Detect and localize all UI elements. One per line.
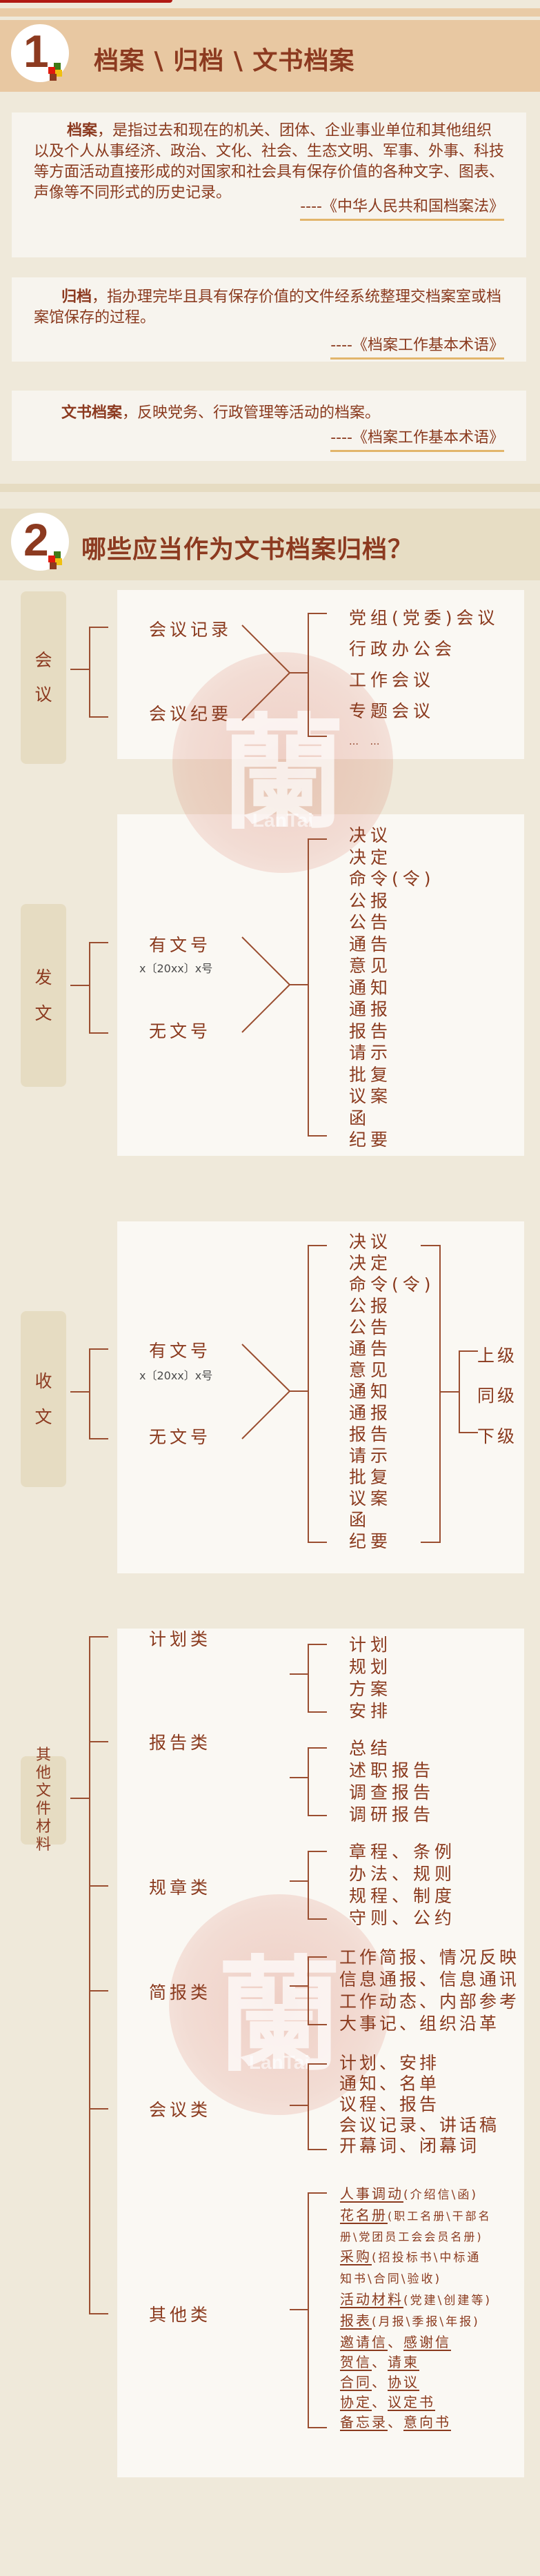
category-outgoing: 发 文 (21, 904, 66, 1087)
yellow-square-icon (55, 70, 62, 77)
bracket (308, 1747, 309, 1816)
group-items: 工作简报、情况反映 信息通报、信息通讯 工作动态、内部参考 大事记、组织沿革 (339, 1947, 520, 2034)
outgoing-doc-types: 决议 决定 命令(令) 公报 公告 通告 意见 通知 通报 报告 请示 批复 议… (349, 825, 435, 1150)
section-1-header: 1 档案 \ 归档 \ 文书档案 (0, 20, 540, 92)
top-red-bar (0, 0, 172, 3)
definition-term: 归档 (61, 288, 92, 306)
branch-label: 会议纪要 (149, 704, 232, 724)
section-number: 2 (23, 514, 49, 565)
bracket (308, 2192, 309, 2428)
category-incoming: 收 文 (21, 1311, 66, 1487)
bracket (308, 613, 309, 737)
branch-label: 有文号 (149, 935, 212, 955)
brown-square-icon (50, 74, 57, 81)
definition-text: 归档，指办理完毕且具有保存价值的文件经系统整理交档案室或档案馆保存的过程。 (34, 288, 502, 326)
category-meeting: 会 议 (21, 591, 66, 764)
level-label: 同级 (477, 1386, 518, 1406)
brown-square-icon (50, 562, 57, 569)
yellow-square-icon (55, 558, 62, 565)
branch-label: 会议记录 (149, 620, 232, 640)
meeting-items: 党组(党委)会议 行政办公会 工作会议 专题会议 … … (349, 608, 499, 747)
connector (70, 1391, 90, 1393)
converge-lines (241, 936, 308, 1033)
group-items: 章程、条例 办法、规则 规程、制度 守则、公约 (349, 1842, 457, 1928)
green-square-icon (54, 63, 61, 70)
group-label: 简报类 (149, 1983, 212, 2003)
header-strip (0, 8, 540, 17)
bracket (308, 1851, 309, 1920)
group-label: 其他类 (149, 2305, 212, 2325)
other-panel (117, 1629, 524, 2477)
category-other: 其 他 文 件 材 料 (21, 1747, 66, 1854)
group-label: 报告类 (149, 1733, 212, 1753)
group-items: 人事调动(介绍信\函) 花名册(职工名册\干部名 册\党团员工会会员名册) 采购… (340, 2185, 492, 2430)
outgoing-panel (117, 814, 524, 1156)
level-label: 上级 (477, 1346, 518, 1366)
group-items: 计划 规划 方案 安排 (349, 1635, 392, 1721)
bracket (308, 2063, 309, 2150)
definition-text: 文书档案，反映党务、行政管理等活动的档案。 (61, 404, 381, 422)
header-strip (0, 484, 540, 492)
connector (70, 669, 90, 670)
branch-label: 无文号 (149, 1021, 212, 1041)
converge-lines (241, 625, 308, 721)
red-square-icon (48, 67, 55, 74)
red-square-icon (48, 555, 55, 562)
definition-card-filing: 归档，指办理完毕且具有保存价值的文件经系统整理交档案室或档案馆保存的过程。 --… (12, 277, 526, 362)
definition-card-archive: 档案，是指过去和现在的机关、团体、企业事业单位和其他组织以及个人从事经济、政治、… (12, 112, 526, 257)
definition-term: 文书档案 (61, 404, 123, 422)
connector (70, 985, 90, 986)
definition-card-documentary: 文书档案，反映党务、行政管理等活动的档案。 ----《档案工作基本术语》 (12, 391, 526, 461)
definition-source: ----《档案工作基本术语》 (330, 425, 504, 452)
section-title: 档案 \ 归档 \ 文书档案 (94, 47, 355, 75)
section-2-header: 2 哪些应当作为文书档案归档？ (0, 509, 540, 580)
definition-text: 档案，是指过去和现在的机关、团体、企业事业单位和其他组织以及个人从事经济、政治、… (34, 122, 505, 201)
definition-term: 档案 (67, 122, 98, 139)
connector (70, 1798, 90, 1799)
bracket (308, 1245, 309, 1543)
bracket (308, 1956, 309, 2025)
section-title: 哪些应当作为文书档案归档？ (81, 535, 414, 564)
bracket (89, 627, 90, 718)
bracket (89, 1348, 90, 1439)
branch-label: 有文号 (149, 1341, 212, 1361)
group-label: 规章类 (149, 1878, 212, 1898)
definition-source: ----《档案工作基本术语》 (330, 333, 504, 360)
converge-lines (241, 1344, 308, 1439)
group-label: 计划类 (149, 1629, 212, 1649)
bracket (89, 942, 90, 1034)
definition-source: ----《中华人民共和国档案法》 (300, 194, 504, 221)
group-items: 计划、安排 通知、名单 议程、报告 会议记录、讲话稿 开幕词、闭幕词 (339, 2053, 500, 2156)
section-number: 1 (23, 26, 49, 77)
bracket (439, 1245, 441, 1543)
green-square-icon (54, 551, 61, 558)
number-format: x〔20xx〕x号 (139, 1369, 213, 1382)
meeting-panel (117, 590, 524, 759)
group-label: 会议类 (149, 2100, 212, 2120)
level-label: 下级 (477, 1426, 518, 1446)
bracket (459, 1350, 460, 1433)
incoming-doc-types: 决议 决定 命令(令) 公报 公告 通告 意见 通知 通报 报告 请示 批复 议… (349, 1232, 435, 1551)
number-format: x〔20xx〕x号 (139, 962, 213, 975)
bracket (308, 838, 309, 1137)
branch-label: 无文号 (149, 1427, 212, 1447)
bracket (308, 1644, 309, 1713)
bracket (89, 1636, 90, 2280)
incoming-panel (117, 1221, 524, 1573)
group-items: 总结 述职报告 调查报告 调研报告 (349, 1738, 435, 1825)
